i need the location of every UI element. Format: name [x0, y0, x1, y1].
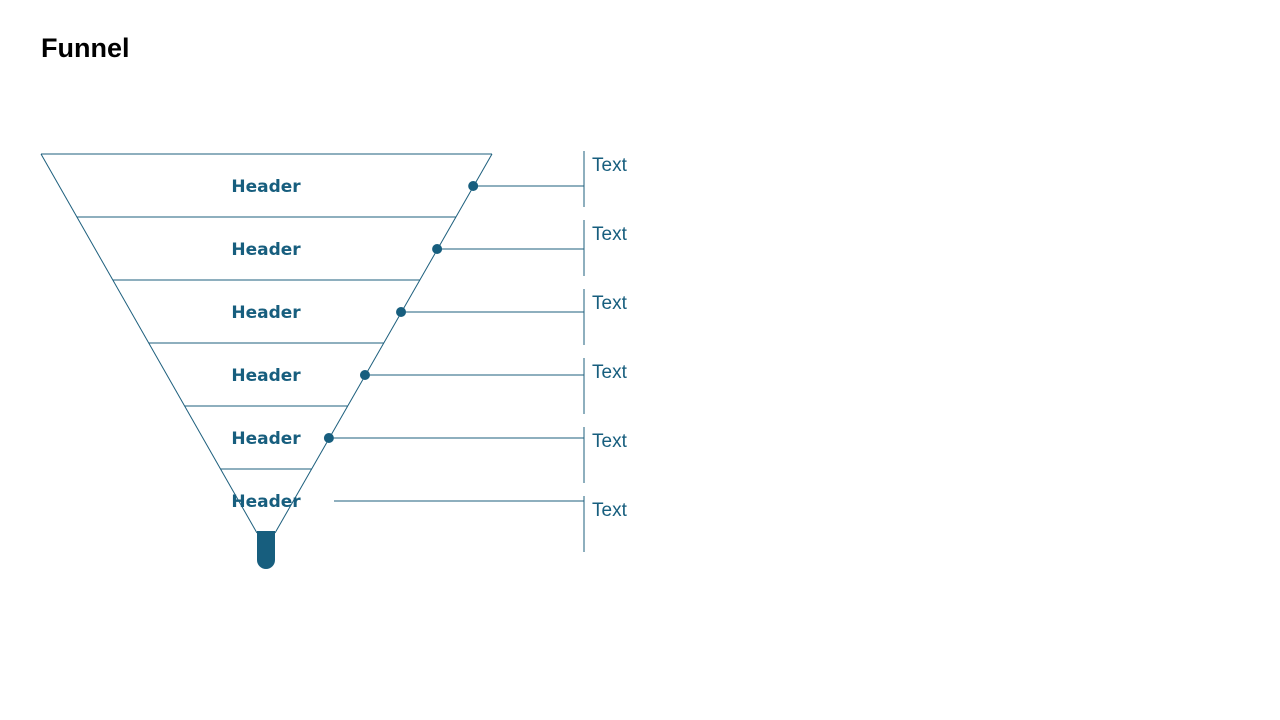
stage-dot	[323, 433, 334, 443]
stage-header: Header	[231, 429, 301, 449]
stage-text: Text	[592, 500, 628, 521]
funnel-spout-top	[257, 531, 275, 545]
page-title: Funnel	[41, 33, 130, 63]
funnel-stage: Header Text	[231, 289, 628, 345]
stage-dot	[468, 181, 479, 191]
stage-header: Header	[231, 303, 301, 323]
stage-header: Header	[231, 177, 301, 197]
funnel-outline	[40, 153, 493, 534]
funnel-stage: Header Text	[231, 358, 628, 414]
stage-text: Text	[592, 431, 628, 452]
funnel-stage: Header Text	[231, 427, 628, 483]
stage-dot	[396, 307, 407, 317]
stage-text: Text	[592, 224, 628, 245]
stage-text: Text	[592, 362, 628, 383]
funnel-stage: Header Text	[231, 220, 628, 276]
stage-header: Header	[231, 240, 301, 260]
stage-text: Text	[592, 155, 628, 176]
stage-dot	[432, 244, 443, 254]
stage-dot	[359, 370, 370, 380]
funnel-stage: Header Text	[231, 492, 628, 552]
funnel-stage: Header Text	[231, 151, 628, 207]
stage-header: Header	[231, 492, 301, 512]
stage-header: Header	[231, 366, 301, 386]
stage-text: Text	[592, 293, 628, 314]
